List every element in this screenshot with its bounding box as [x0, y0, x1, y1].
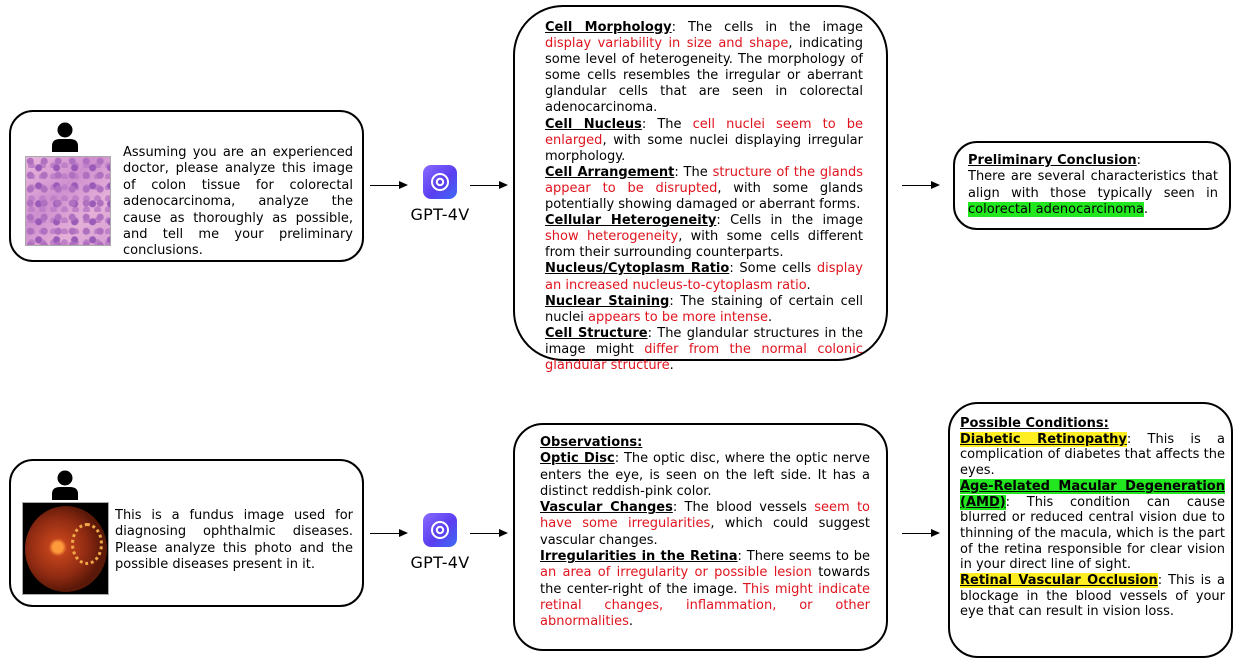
analysis-finding: display variability in size and shape	[545, 36, 789, 52]
conclusion-body: There are several characteristics that a…	[968, 169, 1218, 201]
analysis-item: Cellular Heterogeneity: Cells in the ima…	[545, 213, 863, 261]
observation-text: towards the center-right of the image.	[540, 565, 870, 597]
condition-text: : This is a complication of diabetes tha…	[960, 431, 1225, 479]
condition-text: : This condition can cause blurred or re…	[960, 494, 1225, 573]
analysis-text: .	[669, 357, 674, 373]
analysis-item: Cell Structure: The glandular structures…	[545, 326, 863, 374]
analysis-finding: cell nuclei seem to be enlarged	[545, 116, 863, 148]
analysis-text: .	[806, 277, 811, 293]
model-label: GPT-4V	[410, 205, 470, 224]
analysis-text: : Some cells	[729, 261, 817, 277]
conclusion-text-colon: Preliminary Conclusion: There are severa…	[968, 153, 1218, 218]
analysis-text-colon: Cell Morphology: The cells in the image …	[545, 20, 863, 374]
openai-logo-icon	[423, 513, 457, 547]
observation-text: : The blood vessels	[672, 500, 815, 516]
condition-item: Diabetic Retinopathy: This is a complica…	[960, 431, 1225, 479]
arrow-observations-to-conditions-2	[902, 528, 940, 537]
condition-item: Age-Related Macular Degeneration (AMD): …	[960, 478, 1225, 573]
analysis-heading: Nucleus/Cytoplasm Ratio	[545, 261, 730, 277]
condition-item: Retinal Vascular Occlusion: This is a bl…	[960, 573, 1225, 620]
colon-tissue-image	[25, 156, 111, 246]
analysis-finding: display an increased nucleus-to-cytoplas…	[545, 261, 863, 293]
analysis-text: : The cells in the image	[671, 20, 863, 35]
analysis-heading: Cell Arrangement	[545, 164, 675, 180]
observation-text: .	[628, 614, 634, 630]
analysis-text: .	[768, 309, 773, 325]
analysis-box-colon	[513, 5, 888, 361]
analysis-heading: Cell Morphology	[545, 20, 672, 35]
observation-text: : The optic disc, where the optic nerve …	[540, 451, 870, 499]
analysis-finding: show heterogeneity	[545, 229, 679, 245]
analysis-text: : The staining of certain cell nuclei	[545, 293, 863, 325]
arrow-prompt-to-model-2	[370, 528, 408, 537]
conditions-heading: Possible Conditions:	[960, 416, 1109, 431]
observation-finding: an area of irregularity or possible lesi…	[540, 565, 812, 581]
observation-heading: Vascular Changes	[540, 500, 673, 516]
observation-item: Optic Disc: The optic disc, where the op…	[540, 451, 870, 500]
analysis-text: , indicating some level of heterogeneity…	[545, 36, 863, 116]
user-icon	[52, 470, 78, 500]
analysis-text: : The	[641, 116, 693, 132]
openai-logo-icon	[423, 165, 457, 199]
arrow-prompt-to-model-1	[370, 180, 408, 189]
observations-heading: Observations:	[540, 435, 643, 450]
model-label: GPT-4V	[410, 553, 470, 572]
condition-heading: Retinal Vascular Occlusion	[960, 573, 1158, 589]
condition-text: : This is a blockage in the blood vessel…	[960, 573, 1225, 620]
analysis-text: : The glandular structures in the image …	[545, 325, 863, 357]
analysis-text: : Cells in the image	[716, 213, 863, 229]
gpt4v-model-1: GPT-4V	[405, 165, 475, 224]
analysis-item: Nucleus/Cytoplasm Ratio: Some cells disp…	[545, 261, 863, 293]
observations-text-fundus: Observations:Optic Disc: The optic disc,…	[540, 435, 870, 631]
gpt4v-model-2: GPT-4V	[405, 513, 475, 572]
analysis-heading: Cellular Heterogeneity	[545, 213, 717, 229]
analysis-heading: Cell Structure	[545, 325, 648, 341]
analysis-heading: Cell Nucleus	[545, 116, 642, 132]
observation-text: : There seems to be	[737, 549, 870, 565]
arrow-analysis-to-conclusion-1	[902, 180, 940, 189]
observations-box-fundus	[513, 423, 888, 651]
observation-text: , which could suggest vascular changes.	[540, 516, 870, 548]
analysis-text: : The	[674, 164, 713, 180]
analysis-finding: differ from the normal colonic glandular…	[545, 341, 863, 373]
analysis-heading: Nuclear Staining	[545, 293, 670, 309]
analysis-finding: appears to be more intense	[587, 309, 768, 325]
fundus-image	[22, 502, 109, 595]
analysis-item: Cell Nucleus: The cell nuclei seem to be…	[545, 117, 863, 165]
analysis-text: , with some nuclei displaying irregular …	[545, 132, 863, 164]
conclusion-highlight: colorectal adenocarcinoma	[968, 202, 1144, 218]
observation-heading: Optic Disc	[540, 451, 615, 467]
observation-finding: seem to have some irregularities	[540, 500, 871, 532]
observation-item: Vascular Changes: The blood vessels seem…	[540, 500, 870, 549]
condition-heading: Diabetic Retinopathy	[960, 431, 1127, 447]
conditions-text-fundus: Possible Conditions:Diabetic Retinopathy…	[960, 416, 1225, 620]
user-icon	[52, 122, 78, 152]
observation-finding: This might indicate retinal changes, inf…	[540, 581, 870, 630]
analysis-item: Nuclear Staining: The staining of certai…	[545, 294, 863, 326]
prompt-text-colon: Assuming you are an experienced doctor, …	[123, 145, 353, 259]
analysis-item: Cell Morphology: The cells in the image …	[545, 20, 863, 117]
analysis-finding: structure of the glands appear to be dis…	[545, 164, 863, 196]
arrow-model-to-analysis-1	[470, 180, 508, 189]
arrow-model-to-observations-2	[470, 528, 508, 537]
analysis-text: , with some cells different from their s…	[545, 229, 864, 261]
analysis-text: , with some glands potentially showing d…	[545, 180, 864, 213]
observation-item: Irregularities in the Retina: There seem…	[540, 549, 870, 630]
conclusion-heading: Preliminary Conclusion	[968, 153, 1137, 168]
observation-heading: Irregularities in the Retina	[540, 549, 738, 565]
prompt-text-fundus: This is a fundus image used for diagnosi…	[115, 508, 353, 573]
analysis-item: Cell Arrangement: The structure of the g…	[545, 165, 863, 213]
